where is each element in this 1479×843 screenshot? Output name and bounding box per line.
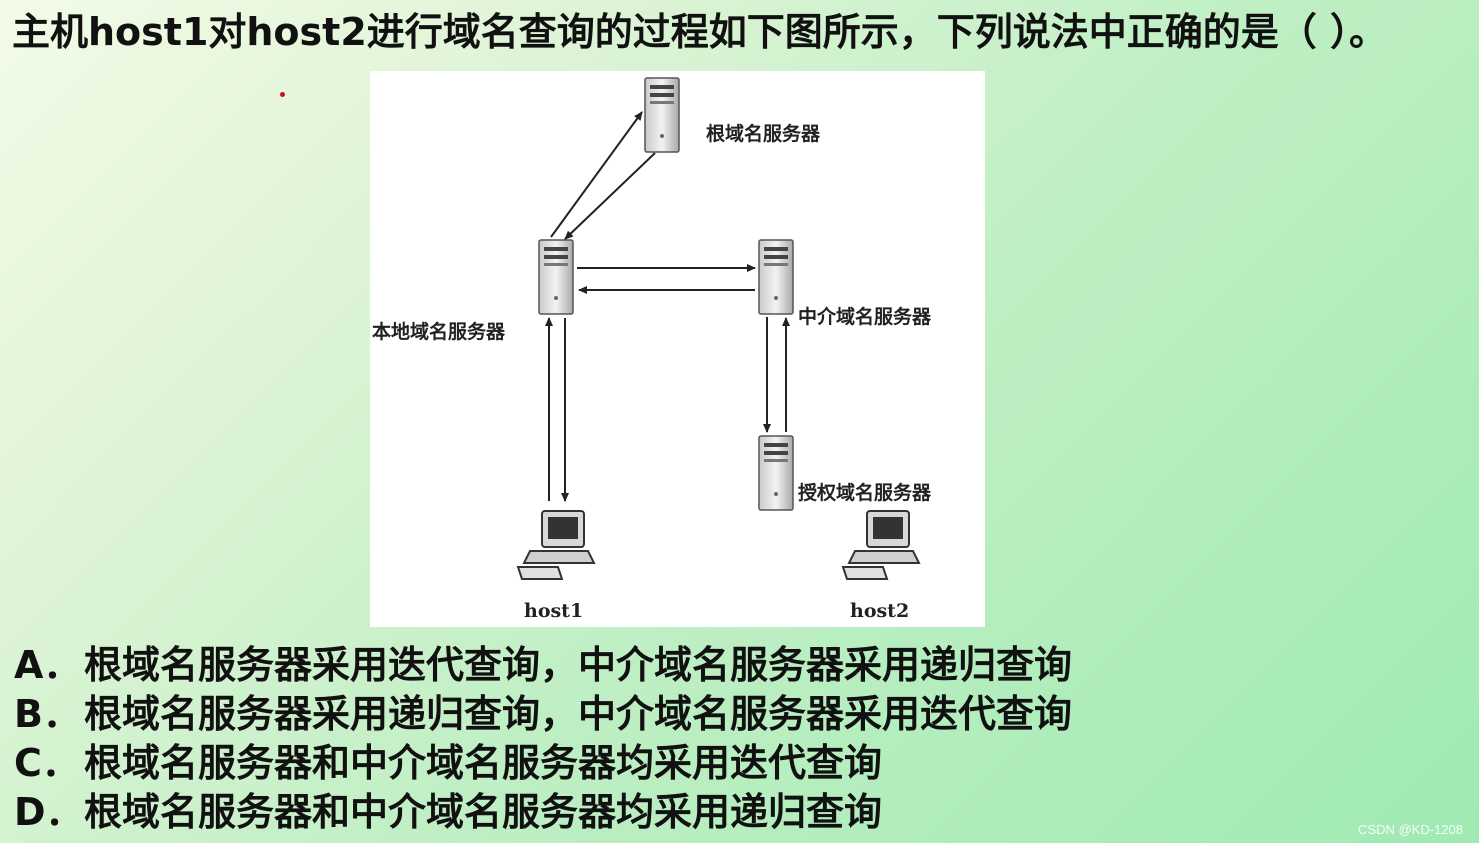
label-authoritative-server: 授权域名服务器 — [798, 482, 932, 504]
option-a-letter: A． — [14, 643, 82, 687]
arrow-root-to-local — [564, 152, 656, 240]
root-server-icon — [644, 77, 680, 153]
option-b-text: 根域名服务器采用递归查询，中介域名服务器采用迭代查询 — [84, 692, 1073, 736]
host2-computer-icon — [841, 510, 921, 580]
option-c-letter: C． — [14, 741, 80, 785]
option-c[interactable]: C．根域名服务器和中介域名服务器均采用迭代查询 — [14, 739, 1414, 788]
watermark: CSDN @KD-1208 — [1358, 822, 1463, 837]
option-d-letter: D． — [14, 790, 84, 834]
option-c-text: 根域名服务器和中介域名服务器均采用迭代查询 — [84, 741, 883, 785]
label-intermediate-server: 中介域名服务器 — [798, 306, 932, 328]
option-a-text: 根域名服务器采用迭代查询，中介域名服务器采用递归查询 — [84, 643, 1073, 687]
option-b-letter: B． — [14, 692, 81, 736]
dns-query-diagram: 根域名服务器 本地域名服务器 中介域名服务器 授权域名服务器 host1 hos… — [370, 71, 985, 627]
label-host2: host2 — [850, 600, 910, 622]
intermediate-server-icon — [758, 239, 794, 315]
arrow-local-to-root — [550, 111, 643, 238]
option-d[interactable]: D．根域名服务器和中介域名服务器均采用递归查询 — [14, 788, 1414, 837]
authoritative-server-icon — [758, 435, 794, 511]
question-text: 主机host1对host2进行域名查询的过程如下图所示，下列说法中正确的是（ ）… — [12, 10, 1387, 54]
host1-computer-icon — [516, 510, 596, 580]
label-local-server: 本地域名服务器 — [372, 321, 506, 343]
local-server-icon — [538, 239, 574, 315]
option-b[interactable]: B．根域名服务器采用递归查询，中介域名服务器采用迭代查询 — [14, 690, 1414, 739]
label-root-server: 根域名服务器 — [706, 123, 821, 145]
option-d-text: 根域名服务器和中介域名服务器均采用递归查询 — [84, 790, 883, 834]
answer-options: A．根域名服务器采用迭代查询，中介域名服务器采用递归查询 B．根域名服务器采用递… — [14, 641, 1414, 837]
red-marker-dot — [280, 92, 285, 97]
option-a[interactable]: A．根域名服务器采用迭代查询，中介域名服务器采用递归查询 — [14, 641, 1414, 690]
diagram-canvas — [516, 77, 921, 580]
label-host1: host1 — [524, 600, 584, 622]
